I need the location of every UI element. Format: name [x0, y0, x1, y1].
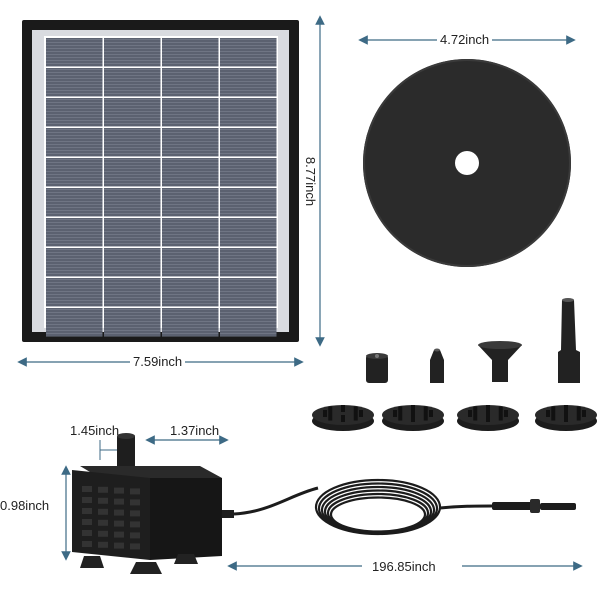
solar-cell	[104, 158, 161, 187]
cable-length-label: 196.85inch	[372, 559, 436, 574]
solar-cell	[162, 128, 219, 157]
solar-cell	[220, 188, 277, 217]
solar-cell	[46, 188, 103, 217]
pump-outlet-dimension	[99, 440, 117, 460]
solar-cell	[220, 158, 277, 187]
solar-cell	[46, 218, 103, 247]
solar-cell	[162, 308, 219, 337]
panel-height-label: 8.77inch	[303, 153, 318, 210]
pump-top-width-label: 1.37inch	[170, 423, 220, 438]
nozzle-head	[535, 405, 597, 431]
solar-cell	[220, 308, 277, 337]
nozzle-heads	[312, 405, 597, 431]
solar-cell	[162, 158, 219, 187]
solar-cell	[162, 98, 219, 127]
solar-cell	[220, 278, 277, 307]
solar-cell	[220, 98, 277, 127]
solar-cell	[46, 278, 103, 307]
solar-cell	[162, 68, 219, 97]
solar-cell	[220, 128, 277, 157]
solar-cell	[162, 278, 219, 307]
solar-panel-icon	[22, 20, 299, 342]
disc-diameter-label: 4.72inch	[437, 33, 493, 46]
solar-cell	[162, 248, 219, 277]
solar-cell	[104, 218, 161, 247]
water-pump-icon	[72, 433, 234, 574]
pump-outlet-label: 1.45inch	[70, 423, 120, 438]
solar-cell	[104, 308, 161, 337]
solar-cell	[46, 98, 103, 127]
floating-disc-icon	[363, 59, 571, 267]
nozzle-head	[457, 405, 519, 431]
solar-cell	[104, 278, 161, 307]
solar-cell	[104, 38, 161, 67]
solar-cell	[46, 248, 103, 277]
solar-cell	[104, 128, 161, 157]
panel-width-label: 7.59inch	[130, 355, 186, 368]
pump-height-label: 0.98inch	[0, 498, 50, 513]
solar-cell	[162, 38, 219, 67]
solar-cell	[46, 68, 103, 97]
nozzle-icon	[366, 298, 580, 383]
solar-cell	[220, 248, 277, 277]
solar-cell	[46, 158, 103, 187]
solar-cell	[162, 218, 219, 247]
solar-cell	[46, 308, 103, 337]
solar-cell	[104, 248, 161, 277]
solar-cell	[220, 218, 277, 247]
solar-cell	[46, 38, 103, 67]
solar-cell	[46, 128, 103, 157]
solar-cell	[104, 188, 161, 217]
pump-cable	[233, 478, 576, 536]
nozzle-head	[312, 405, 374, 431]
solar-cell	[104, 98, 161, 127]
solar-cell	[104, 68, 161, 97]
solar-cell	[220, 68, 277, 97]
solar-cell	[162, 188, 219, 217]
nozzle-head	[382, 405, 444, 431]
panel-cells	[46, 38, 277, 337]
solar-cell	[220, 38, 277, 67]
